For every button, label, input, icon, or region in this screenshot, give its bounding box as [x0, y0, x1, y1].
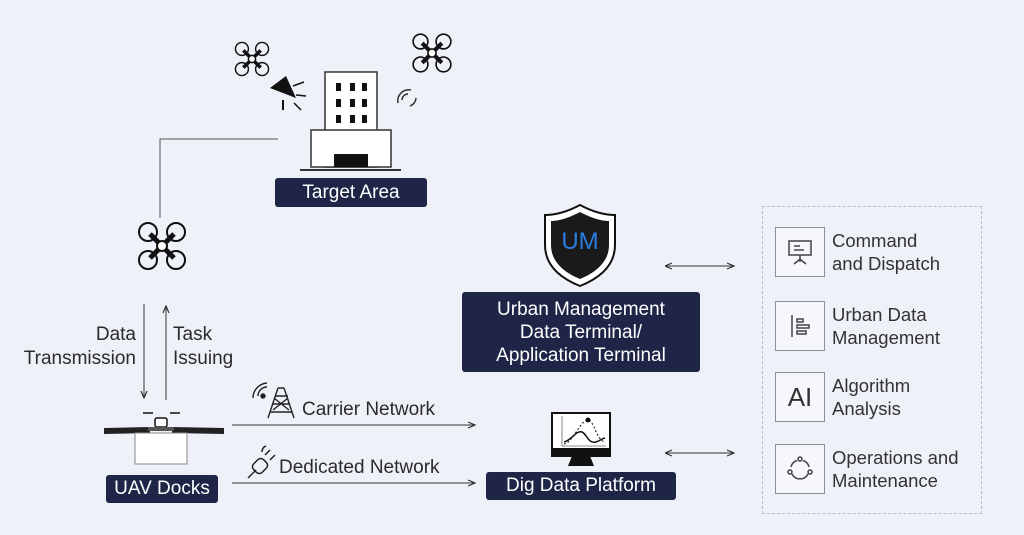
- data-terminal-label: Urban Management Data Terminal/ Applicat…: [462, 292, 700, 372]
- shield-icon: [544, 203, 616, 288]
- app-label-line: Urban Data: [832, 304, 927, 325]
- ai-icon-text: AI: [787, 381, 813, 412]
- tower-icon: [252, 382, 295, 419]
- uav-dock-icon: [104, 412, 224, 465]
- dig-data-platform-label: Dig Data Platform: [486, 472, 676, 500]
- app-label-line: and Dispatch: [832, 253, 940, 274]
- flow-text: Data: [95, 324, 136, 345]
- drone-icon: [139, 223, 185, 269]
- monitor-icon: [551, 412, 611, 466]
- data-terminal-line: Application Terminal: [496, 344, 666, 366]
- app-item-urban-data: Urban Data Management: [775, 301, 982, 351]
- application-panel: Command and Dispatch Urban Data Manageme…: [762, 206, 982, 514]
- data-transmission-label: Data Transmission: [12, 323, 136, 371]
- dedicated-network-label: Dedicated Network: [279, 457, 440, 478]
- connector-line: [159, 138, 278, 218]
- flow-text: Task: [173, 324, 213, 345]
- app-label-line: Algorithm: [832, 375, 911, 396]
- shield-label: UM: [561, 228, 599, 255]
- task-issuing-label: Task Issuing: [173, 323, 253, 371]
- alarm-icon: [270, 76, 307, 111]
- building-icon: [300, 71, 401, 171]
- app-item-label: Algorithm Analysis: [832, 374, 982, 420]
- app-item-label: Operations and Maintenance: [832, 446, 982, 492]
- ai-icon: AI: [775, 372, 825, 422]
- drone-icon: [413, 34, 451, 72]
- uav-docks-label: UAV Docks: [106, 475, 218, 503]
- flow-text: Transmission: [23, 348, 136, 369]
- app-item-label: Urban Data Management: [832, 303, 982, 349]
- app-label-line: Maintenance: [832, 470, 938, 491]
- flow-text: Issuing: [173, 348, 234, 369]
- app-label-line: Analysis: [832, 398, 901, 419]
- operations-icon: [775, 444, 825, 494]
- data-management-icon: [775, 301, 825, 351]
- plug-icon: [247, 445, 276, 479]
- drone-icon: [233, 40, 271, 78]
- data-terminal-line: Urban Management: [497, 298, 665, 320]
- data-terminal-line: Data Terminal/: [519, 321, 643, 343]
- app-item-algorithm: AI Algorithm Analysis: [775, 372, 982, 422]
- carrier-network-label: Carrier Network: [302, 399, 436, 420]
- app-item-label: Command and Dispatch: [832, 229, 982, 275]
- signal-icon: [397, 89, 417, 107]
- app-label-line: Operations and: [832, 447, 959, 468]
- app-item-command-dispatch: Command and Dispatch: [775, 227, 982, 277]
- app-label-line: Management: [832, 327, 940, 348]
- app-item-operations: Operations and Maintenance: [775, 444, 982, 494]
- app-label-line: Command: [832, 230, 918, 251]
- command-dispatch-icon: [775, 227, 825, 277]
- target-area-label: Target Area: [275, 178, 427, 207]
